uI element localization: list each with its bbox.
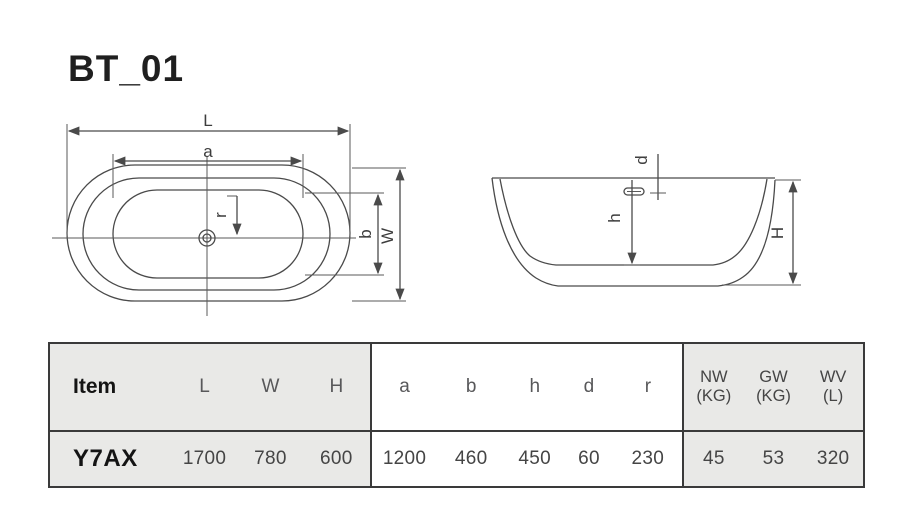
centerlines <box>52 156 356 316</box>
col-header-d: d <box>583 376 595 397</box>
col-header-nw-line2: (KG) <box>696 387 732 405</box>
cell-H: 600 <box>320 448 353 469</box>
tub-profile <box>491 177 776 287</box>
cell-item: Y7AX <box>73 445 138 472</box>
col-header-wv: WV (L) <box>803 368 863 407</box>
label-r: r <box>211 212 230 218</box>
col-header-gw-line2: (KG) <box>756 387 791 405</box>
col-header-nw: NW (KG) <box>684 368 744 407</box>
dimension-r: r <box>211 195 242 236</box>
cell-W: 780 <box>254 448 287 469</box>
col-header-b: b <box>465 376 477 397</box>
table-data-row: 45 53 320 <box>684 432 863 486</box>
label-H: H <box>768 227 787 239</box>
label-d: d <box>632 155 651 164</box>
col-header-L: L <box>199 376 210 397</box>
col-header-H: H <box>329 376 344 397</box>
table-header-row: NW (KG) GW (KG) WV (L) <box>684 344 863 432</box>
cell-b: 460 <box>454 448 488 469</box>
col-header-r: r <box>644 376 652 397</box>
drain-icon <box>198 229 216 247</box>
label-W: W <box>378 228 397 244</box>
cell-L: 1700 <box>182 448 227 469</box>
dimension-h: h <box>605 180 640 266</box>
dimension-H: H <box>722 179 801 286</box>
table-header-row: Item L W H <box>50 344 370 432</box>
dimension-d: d <box>632 154 666 200</box>
table-section-overall-dims: Item L W H Y7AX 1700 780 600 <box>50 344 370 486</box>
cell-wv: 320 <box>816 448 850 469</box>
col-header-h: h <box>529 376 541 397</box>
col-header-gw: GW (KG) <box>744 368 804 407</box>
cell-a: 1200 <box>382 448 427 469</box>
spec-table: Item L W H Y7AX 1700 780 600 a b h d r 1… <box>48 342 865 488</box>
cell-r: 230 <box>631 448 665 469</box>
table-section-detail-dims: a b h d r 1200 460 450 60 230 <box>370 344 684 486</box>
col-header-a: a <box>399 376 410 397</box>
label-L: L <box>203 111 212 130</box>
tub-side-view-drawing: d h H <box>491 154 801 287</box>
label-a: a <box>203 142 213 161</box>
overflow-fitting-icon <box>623 187 645 196</box>
col-header-item: Item <box>73 375 117 398</box>
dimension-W: W <box>352 167 406 302</box>
dimension-L: L <box>66 111 351 236</box>
col-header-wv-line1: WV <box>819 367 847 386</box>
table-data-row: Y7AX 1700 780 600 <box>50 432 370 486</box>
col-header-gw-line1: GW <box>759 367 788 386</box>
cell-gw: 53 <box>762 448 785 469</box>
tub-rim-outlines <box>66 164 351 302</box>
cell-h: 450 <box>518 448 552 469</box>
table-header-row: a b h d r <box>372 344 682 432</box>
page-title: BT_01 <box>68 48 185 89</box>
tub-top-view-drawing: L a r b W <box>52 111 406 316</box>
dimension-b: b <box>305 192 384 276</box>
table-section-capacity: NW (KG) GW (KG) WV (L) 45 53 320 <box>684 344 863 486</box>
cell-d: 60 <box>578 448 600 469</box>
col-header-wv-line2: (L) <box>823 387 844 405</box>
dimension-a: a <box>112 142 304 198</box>
cell-nw: 45 <box>702 448 725 469</box>
table-data-row: 1200 460 450 60 230 <box>372 432 682 486</box>
label-h: h <box>605 213 624 222</box>
col-header-nw-line1: NW <box>700 367 728 386</box>
label-b: b <box>356 229 375 238</box>
col-header-W: W <box>261 376 280 397</box>
